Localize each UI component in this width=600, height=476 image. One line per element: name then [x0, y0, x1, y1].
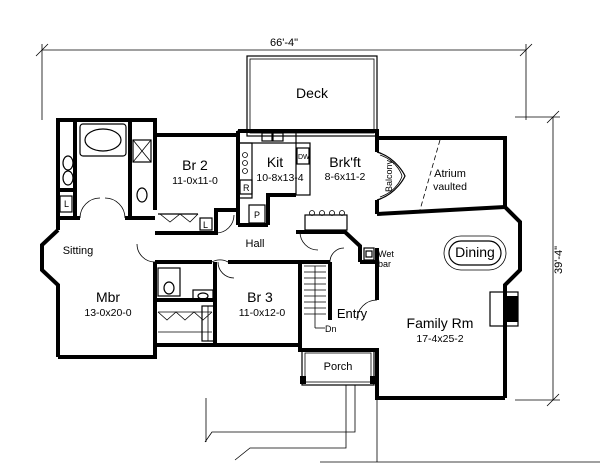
overall-width-label: 66'-4" — [270, 37, 298, 49]
entry-label: Entry — [337, 306, 368, 321]
refrigerator-label: R — [243, 183, 250, 193]
balcony: Balcony — [376, 151, 406, 201]
porch: Porch — [300, 349, 376, 386]
dimension-depth: 39'-4" — [515, 110, 565, 407]
linen-label-bath: L — [64, 199, 69, 209]
br3: Br 3 11-0x12-0 — [217, 261, 286, 319]
breakfast-size: 8-6x11-2 — [325, 171, 366, 183]
wet-bar: Wet bar — [363, 247, 394, 269]
kitchen-size: 10-8x13-4 — [256, 172, 303, 184]
family-room-size: 17-4x25-2 — [416, 333, 463, 345]
stair: Dn — [304, 265, 337, 334]
breakfast: Brk'ft 8-6x11-2 — [304, 154, 366, 231]
wet-bar-label-1: Wet — [378, 249, 394, 259]
dishwasher-label: DW — [298, 154, 310, 161]
atrium-label: Atrium — [434, 168, 466, 180]
overall-depth-label: 39'-4" — [553, 246, 565, 274]
stair-down-label: Dn — [325, 324, 337, 334]
hall: Hall — [211, 231, 345, 263]
mbr-size: 13-0x20-0 — [84, 307, 131, 319]
walkway — [204, 385, 600, 463]
br2-size: 11-0x11-0 — [172, 175, 218, 187]
br2-label: Br 2 — [182, 157, 208, 173]
breakfast-label: Brk'ft — [329, 154, 361, 170]
kitchen-label: Kit — [267, 154, 283, 170]
mbr-label: Mbr — [96, 289, 120, 305]
family-room: Dining Family Rm 17-4x25-2 — [407, 235, 519, 345]
linen-label-hall: L — [203, 220, 208, 230]
dining-label: Dining — [455, 244, 495, 260]
master-bath: L — [59, 123, 152, 219]
br3-size: 11-0x12-0 — [239, 307, 286, 319]
kitchen: R P Kit 10-8x13-4 DW — [237, 130, 311, 224]
br3-label: Br 3 — [247, 289, 273, 305]
br2: Br 2 11-0x11-0 L — [159, 157, 235, 234]
sitting-label: Sitting — [63, 245, 94, 257]
atrium: Atrium vaulted — [419, 139, 467, 211]
hall-label: Hall — [246, 238, 265, 250]
pantry-label: P — [254, 210, 260, 220]
deck: Deck — [246, 55, 378, 137]
atrium-note: vaulted — [433, 181, 467, 193]
interior-walls — [58, 120, 506, 345]
deck-label: Deck — [296, 85, 329, 101]
master-bedroom: Sitting Mbr 13-0x20-0 — [63, 243, 215, 342]
family-room-label: Family Rm — [407, 315, 474, 331]
dimension-width: 66'-4" — [35, 37, 533, 120]
entry: Entry — [337, 299, 378, 321]
dining-table — [443, 235, 507, 271]
balcony-label: Balcony — [384, 159, 394, 192]
fireplace — [489, 291, 519, 327]
wet-bar-label-2: bar — [378, 259, 391, 269]
porch-label: Porch — [324, 361, 353, 373]
